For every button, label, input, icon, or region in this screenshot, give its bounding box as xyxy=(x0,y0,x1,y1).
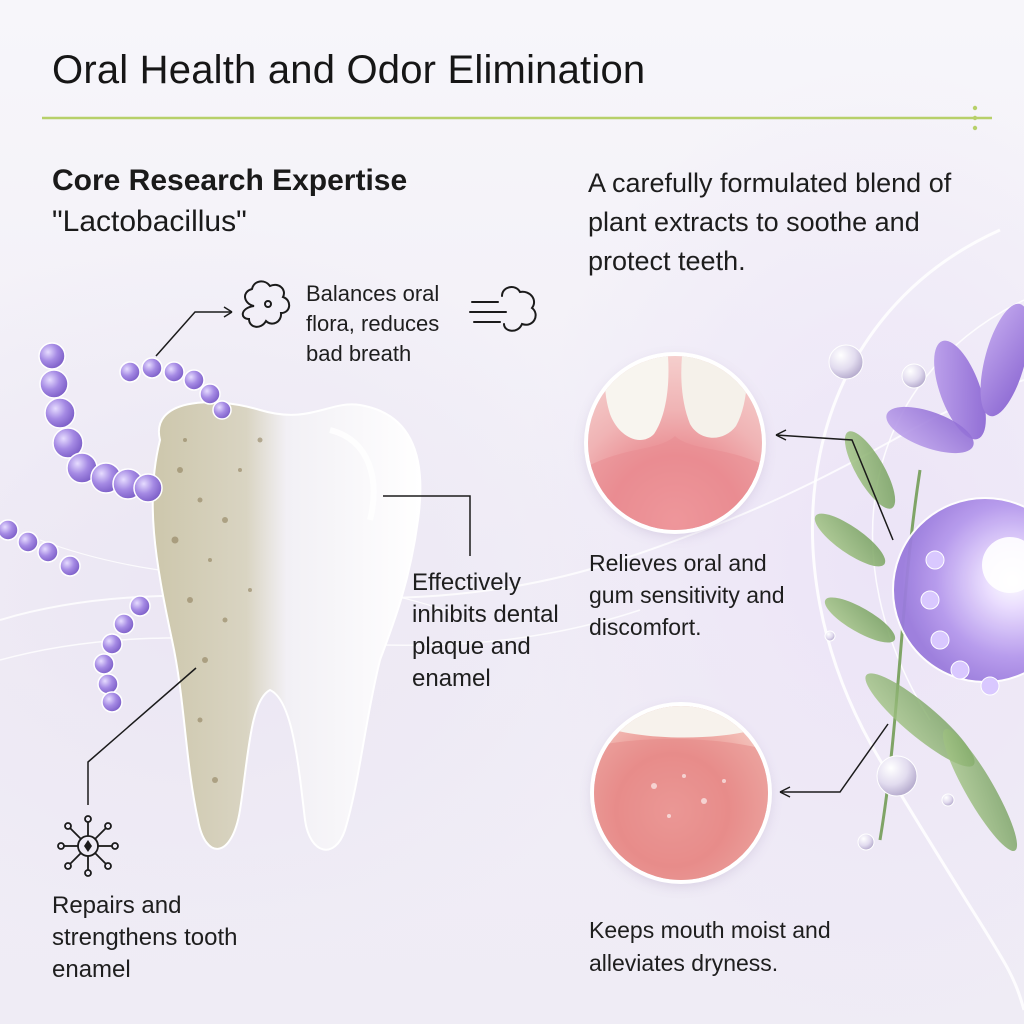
molecule-network-icon xyxy=(57,815,119,877)
page-title: Oral Health and Odor Elimination xyxy=(52,48,646,92)
lower-lip-graphic xyxy=(594,706,768,880)
header-divider xyxy=(42,105,992,131)
botanical-illustration xyxy=(814,303,1024,852)
moist-mouth-photo xyxy=(594,706,768,880)
callout-flora: Balances oral flora, reduces bad breath xyxy=(306,281,440,366)
gum-teeth-photo xyxy=(588,356,762,530)
section-subheading: "Lactobacillus" xyxy=(52,205,247,238)
water-droplets xyxy=(824,344,955,851)
blend-description: A carefully formulated blend of plant ex… xyxy=(588,168,952,276)
callout-moist: Keeps mouth moist and alleviates dryness… xyxy=(589,917,831,976)
callout-lines xyxy=(87,306,894,805)
wind-cloud-icon xyxy=(469,286,537,332)
tooth-illustration xyxy=(151,401,422,851)
bad-breath-cloud-icon xyxy=(241,280,291,328)
front-teeth-graphic xyxy=(588,356,762,530)
callout-plaque: Effectively inhibits dental plaque and e… xyxy=(412,569,559,692)
callout-relieves: Relieves oral and gum sensitivity and di… xyxy=(589,550,785,640)
bacteria-chains xyxy=(0,342,232,713)
callout-repairs: Repairs and strengthens tooth enamel xyxy=(52,892,238,983)
section-heading: Core Research Expertise xyxy=(52,164,408,197)
